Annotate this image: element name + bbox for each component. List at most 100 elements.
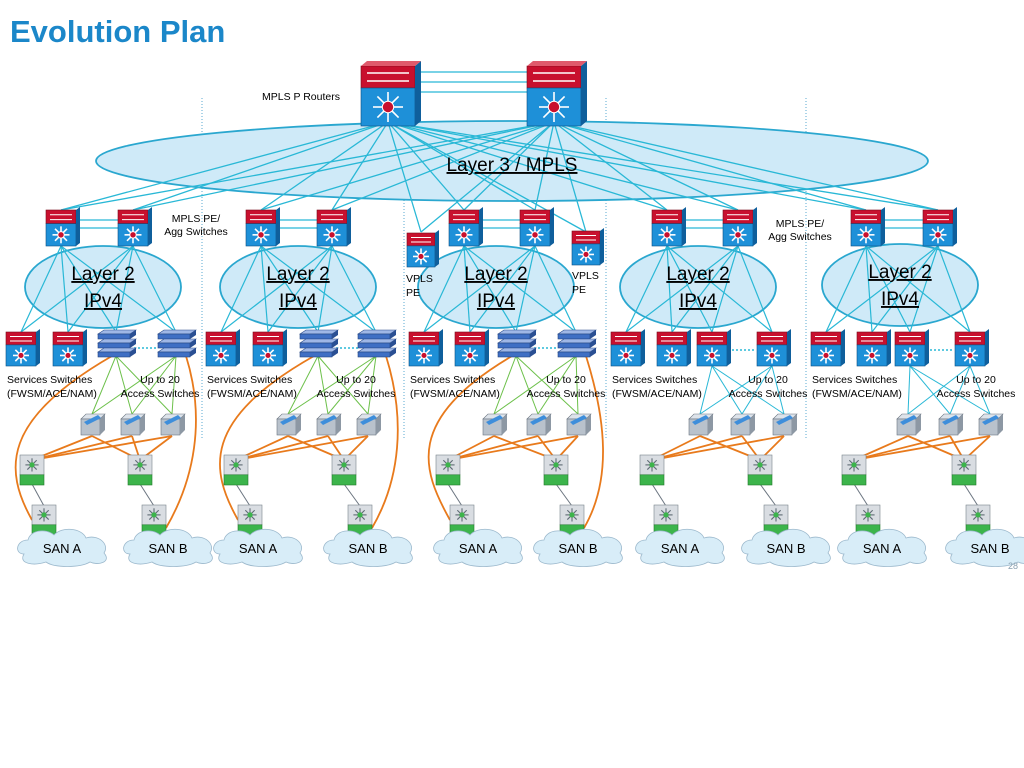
switch-base-green xyxy=(331,474,357,486)
up-to-20-label: Up to 20 xyxy=(140,374,180,386)
switch-top xyxy=(497,347,537,353)
core-pe-link xyxy=(387,121,465,211)
switch-top xyxy=(557,338,597,344)
agg-access-link xyxy=(91,355,177,415)
pe-router-icon xyxy=(722,207,757,247)
switch-hub xyxy=(553,462,559,468)
san-label: SAN B xyxy=(348,541,387,556)
agg-access-link xyxy=(711,365,743,415)
mpls-pe-label: MPLS PE/ xyxy=(172,213,221,225)
router-top-red xyxy=(696,331,728,346)
switch-front xyxy=(557,333,591,340)
access-switches-label: Access Switches xyxy=(729,388,808,400)
san-switch-icon xyxy=(435,454,461,486)
router-side xyxy=(36,329,40,366)
switch-front xyxy=(97,351,131,358)
san-link xyxy=(447,435,579,461)
switch-top xyxy=(97,338,137,344)
router-side xyxy=(581,61,587,126)
router-top-red xyxy=(610,331,642,346)
agg-switches-label: Agg Switches xyxy=(164,226,228,238)
switch-side xyxy=(332,348,338,357)
router-top-red xyxy=(651,209,683,224)
switch-side xyxy=(332,339,338,348)
router-top-red xyxy=(519,209,551,224)
access-switch-icon xyxy=(938,413,964,436)
agg-access-link xyxy=(131,355,177,415)
pe-router-icon xyxy=(850,207,885,247)
san-vertical-link xyxy=(759,483,777,507)
access-switch-icon xyxy=(978,413,1004,436)
switch-panel xyxy=(776,415,793,425)
switch-side xyxy=(100,414,105,435)
router-side xyxy=(347,207,351,246)
router-hub xyxy=(668,351,676,360)
san-curve-link xyxy=(427,355,513,521)
router-hub xyxy=(708,351,716,360)
access-switch-icon xyxy=(482,413,508,436)
switch-top xyxy=(557,347,597,353)
router-hub xyxy=(417,252,425,261)
agg-access-link xyxy=(907,365,911,415)
san-vertical-link xyxy=(853,483,869,507)
router-hub xyxy=(663,231,671,239)
pe-access-link xyxy=(331,245,377,333)
switch-panel xyxy=(982,415,999,425)
switch-hub xyxy=(663,512,669,518)
switch-base-green xyxy=(841,474,867,486)
agg-access-link xyxy=(171,355,177,415)
router-side xyxy=(753,207,757,246)
core-router-icon xyxy=(526,61,587,127)
switch-side xyxy=(130,330,136,339)
services-switches-label: Services Switches xyxy=(7,374,92,386)
cloud-shape xyxy=(533,528,623,567)
pe-access-link xyxy=(267,245,333,333)
switch-hub xyxy=(233,462,239,468)
router-hub xyxy=(17,351,25,360)
core-pe-link xyxy=(132,121,389,211)
switch-side xyxy=(190,348,196,357)
services-switch-icon xyxy=(656,329,691,367)
switch-side xyxy=(750,414,755,435)
cloud-shape xyxy=(213,528,303,567)
switch-top xyxy=(557,329,597,335)
switch-side xyxy=(530,339,536,348)
access-switch-icon xyxy=(688,413,714,436)
san-cloud-icon xyxy=(945,528,1024,567)
san-label: SAN A xyxy=(239,541,278,556)
router-side xyxy=(881,207,885,246)
pe-access-link xyxy=(737,245,773,333)
switch-base-green xyxy=(747,474,773,486)
agg-access-link xyxy=(287,355,377,415)
pe-access-link xyxy=(463,245,577,333)
pe-access-link xyxy=(871,245,939,333)
pe-router-icon xyxy=(45,207,80,247)
core-pe-link xyxy=(331,121,555,211)
router-hub xyxy=(868,351,876,360)
pe-access-link xyxy=(671,245,739,333)
san-switch-icon xyxy=(347,504,373,536)
switch-front xyxy=(157,342,191,349)
pe-access-link xyxy=(937,245,971,333)
switch-base-green xyxy=(19,474,45,486)
layer2-label: Layer 2 xyxy=(464,264,527,285)
san-link xyxy=(235,435,369,461)
core-pe-link xyxy=(387,121,939,211)
router-side xyxy=(485,329,489,366)
layer2-ipv4-cloud xyxy=(417,245,575,329)
switch-top xyxy=(97,329,137,335)
switch-front xyxy=(557,351,591,358)
san-cloud-icon xyxy=(635,528,725,567)
core-pe-link xyxy=(60,121,389,211)
san-label: SAN B xyxy=(148,541,187,556)
cloud-shape xyxy=(17,528,107,567)
services-switches-label: Services Switches xyxy=(410,374,495,386)
page-number: 28 xyxy=(1007,561,1018,571)
switch-hub xyxy=(341,462,347,468)
switch-side xyxy=(958,414,963,435)
router-hub xyxy=(420,351,428,360)
core-vpls-link xyxy=(387,121,422,233)
san-vertical-link xyxy=(447,483,463,507)
services-switch-icon xyxy=(696,329,731,367)
